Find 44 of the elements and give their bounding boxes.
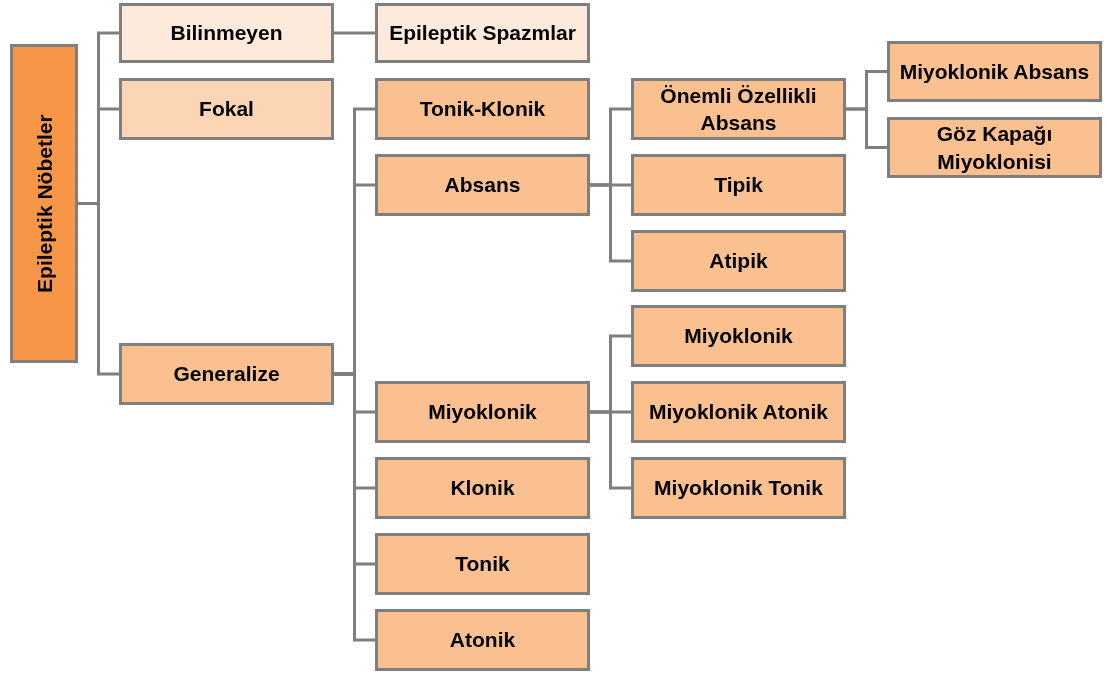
category-box xyxy=(631,381,846,443)
connector-line xyxy=(334,372,375,642)
connector-line xyxy=(590,410,631,490)
category-box xyxy=(375,533,590,595)
category-box xyxy=(375,154,590,216)
category-box xyxy=(887,41,1102,102)
box-label: Epileptik Nöbetler xyxy=(31,114,57,293)
box-label: Tipik xyxy=(714,172,763,199)
box-label: Miyoklonik xyxy=(684,323,793,350)
box-label: Epileptik Spazmlar xyxy=(389,20,576,47)
box-label: Göz Kapağı Miyoklonisi xyxy=(935,121,1054,175)
box-label: Miyoklonik xyxy=(428,399,537,426)
box-label: Klonik xyxy=(450,475,515,502)
category-box xyxy=(375,78,590,140)
box-label: Tonik-Klonik xyxy=(419,96,546,123)
box-label: Bilinmeyen xyxy=(170,20,283,47)
category-box xyxy=(631,457,846,519)
box-label: Miyoklonik Atonik xyxy=(649,399,828,426)
category-box xyxy=(631,78,846,140)
box-label: Miyoklonik Absans xyxy=(899,58,1090,85)
connector-line xyxy=(78,202,119,376)
category-box xyxy=(119,78,334,140)
category-box xyxy=(375,457,590,519)
category-box xyxy=(631,154,846,216)
box-label: Önemli Özellikli Absans xyxy=(659,82,818,136)
category-box xyxy=(631,305,846,367)
box-label: Atonik xyxy=(449,627,516,654)
box-label: Tonik xyxy=(455,551,510,578)
category-box xyxy=(375,381,590,443)
category-box xyxy=(375,3,590,63)
connector-line xyxy=(846,107,887,149)
category-box xyxy=(119,343,334,405)
box-label: Atipik xyxy=(709,248,768,275)
box-label: Generalize xyxy=(173,361,280,388)
category-box xyxy=(10,44,78,363)
box-label: Fokal xyxy=(199,96,254,123)
connector-line xyxy=(590,183,631,263)
connector-line xyxy=(334,31,375,35)
category-box xyxy=(375,609,590,671)
box-label: Miyoklonik Tonik xyxy=(654,475,823,502)
box-label: Absans xyxy=(444,172,521,199)
category-box xyxy=(631,230,846,292)
category-box xyxy=(119,3,334,63)
category-box xyxy=(887,117,1102,178)
